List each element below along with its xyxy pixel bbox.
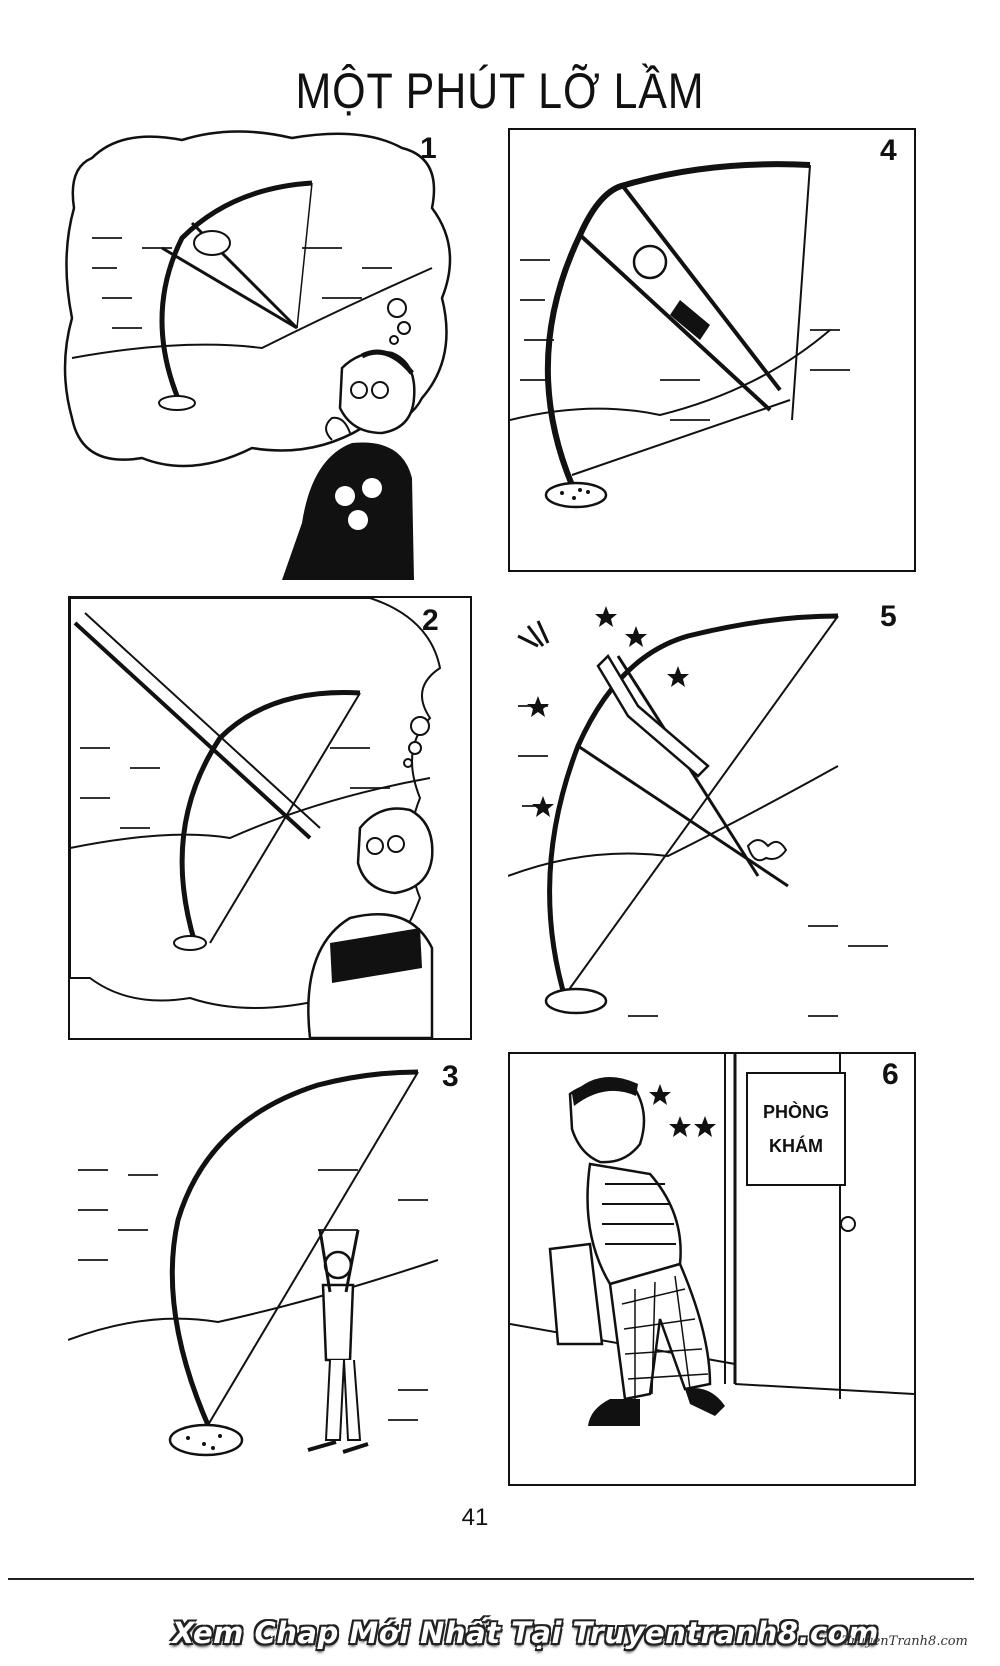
site-watermark: TruyenTranh8.com [842,1634,968,1649]
panel-number-6: 6 [882,1058,899,1091]
panel-4-drawing [510,161,850,509]
footer-divider [8,1578,974,1580]
footer-link-text[interactable]: Xem Chap Mới Nhất Tại Truyentranh8.com [172,1616,879,1650]
clinic-sign-line-2: KHÁM [769,1136,823,1156]
comic-panel-5: 5 [508,596,912,1036]
comic-panel-3: 3 [68,1060,468,1480]
page-number: 41 [461,1504,489,1531]
panel-number-2: 2 [422,604,439,637]
comic-panel-6: PHÒNG KHÁM 6 [508,1052,916,1486]
panel-6-drawing [510,1054,914,1426]
panel-number-1: 1 [420,132,437,165]
panel-1-drawing [63,130,452,580]
panel-3-drawing [68,1069,439,1457]
page-title: MỘT PHÚT LỠ LẦM [295,63,705,119]
panel-number-4: 4 [880,134,897,167]
comic-panel-4: 4 [508,128,916,572]
panel-number-3: 3 [442,1060,459,1093]
clinic-sign: PHÒNG KHÁM [746,1072,846,1186]
comic-panel-2: 2 [68,596,472,1040]
comic-panel-1: 1 [62,128,462,580]
footer-banner: Xem Chap Mới Nhất Tại Truyentranh8.com T… [0,1612,1000,1664]
panel-number-5: 5 [880,600,897,633]
panel-5-drawing [508,606,888,1017]
clinic-sign-line-1: PHÒNG [762,1102,829,1122]
panel-2-drawing [70,598,442,1038]
